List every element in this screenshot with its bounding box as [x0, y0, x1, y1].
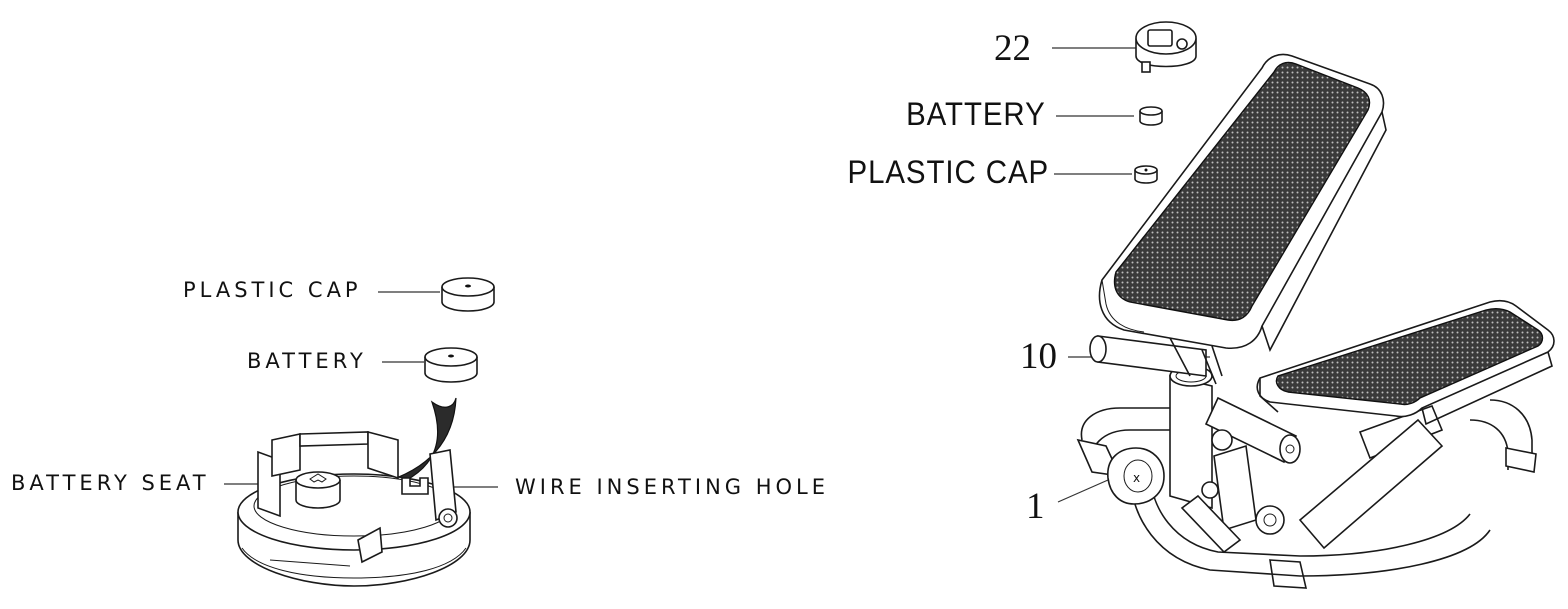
stepper-machine: x [1076, 53, 1555, 589]
plastic-cap-label-right: PLASTIC CAP [847, 154, 1049, 190]
battery-seat-label: BATTERY SEAT [11, 471, 210, 495]
battery-part-small [1139, 106, 1163, 126]
part-1-label: 1 [1026, 486, 1045, 527]
part-10-label: 10 [1020, 336, 1057, 377]
right-pedal [1256, 300, 1555, 426]
svg-text:x: x [1133, 471, 1140, 485]
wire-inserting-hole-label: WIRE INSERTING HOLE [515, 475, 830, 499]
battery-label: BATTERY [247, 349, 367, 373]
battery-label-right: BATTERY [906, 96, 1046, 132]
battery-part [424, 347, 478, 383]
tension-knob: x [1107, 447, 1165, 505]
left-pedal [1098, 53, 1387, 377]
part-22-label: 22 [994, 28, 1031, 69]
plastic-cap-part-small [1134, 165, 1158, 184]
stepper-exploded-diagram: x 2 [830, 0, 1568, 609]
battery-install-drawing [224, 277, 498, 587]
battery-seat-housing [237, 430, 471, 587]
plastic-cap-label: PLASTIC CAP [183, 278, 362, 302]
plastic-cap-part [441, 277, 495, 312]
battery-install-diagram: PLASTIC CAP BATTERY BATTERY SEAT WIRE IN… [11, 277, 830, 587]
stepper-drawing: x [1052, 21, 1555, 589]
part-1-leader [1057, 479, 1109, 503]
monitor-part [1135, 21, 1197, 73]
